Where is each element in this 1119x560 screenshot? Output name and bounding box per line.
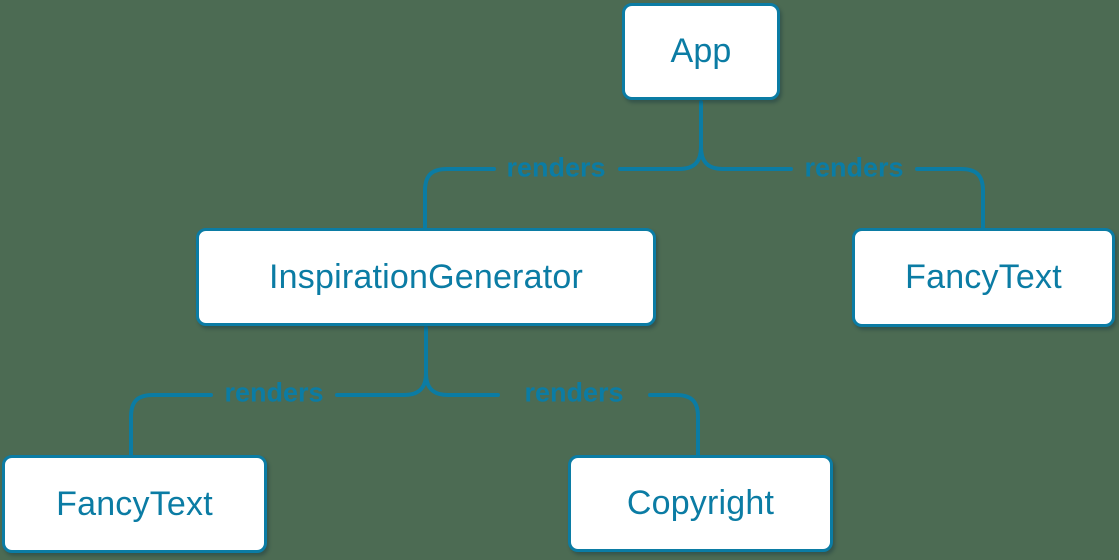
connector-app-right-flare xyxy=(699,145,793,171)
node-inspiration-generator-label: InspirationGenerator xyxy=(269,257,583,296)
node-inspiration-generator: InspirationGenerator xyxy=(196,228,656,326)
node-app: App xyxy=(622,3,780,100)
connector-ig-left-flare xyxy=(335,371,428,397)
connector-ig-left-tail xyxy=(129,393,213,458)
node-app-label: App xyxy=(670,32,732,70)
connector-app-left-tail xyxy=(423,167,496,232)
edge-label-inspiration-generator-renders-fancy-text: renders xyxy=(224,377,324,408)
node-fancy-text-bottom: FancyText xyxy=(2,455,267,553)
node-fancy-text-top: FancyText xyxy=(852,228,1115,327)
edge-label-inspiration-generator-renders-copyright: renders xyxy=(524,377,624,408)
connector-app-right-tail xyxy=(915,167,985,232)
node-copyright: Copyright xyxy=(568,455,833,552)
connector-app-left-flare xyxy=(618,145,703,171)
edge-label-app-renders-fancy-text: renders xyxy=(804,152,904,183)
edge-label-app-renders-inspiration-generator: renders xyxy=(506,152,606,183)
connector-ig-right-tail xyxy=(648,393,700,458)
node-copyright-label: Copyright xyxy=(626,484,775,522)
node-fancy-text-top-label: FancyText xyxy=(905,258,1062,296)
node-fancy-text-bottom-label: FancyText xyxy=(56,484,213,523)
connector-ig-right-flare xyxy=(424,371,500,397)
